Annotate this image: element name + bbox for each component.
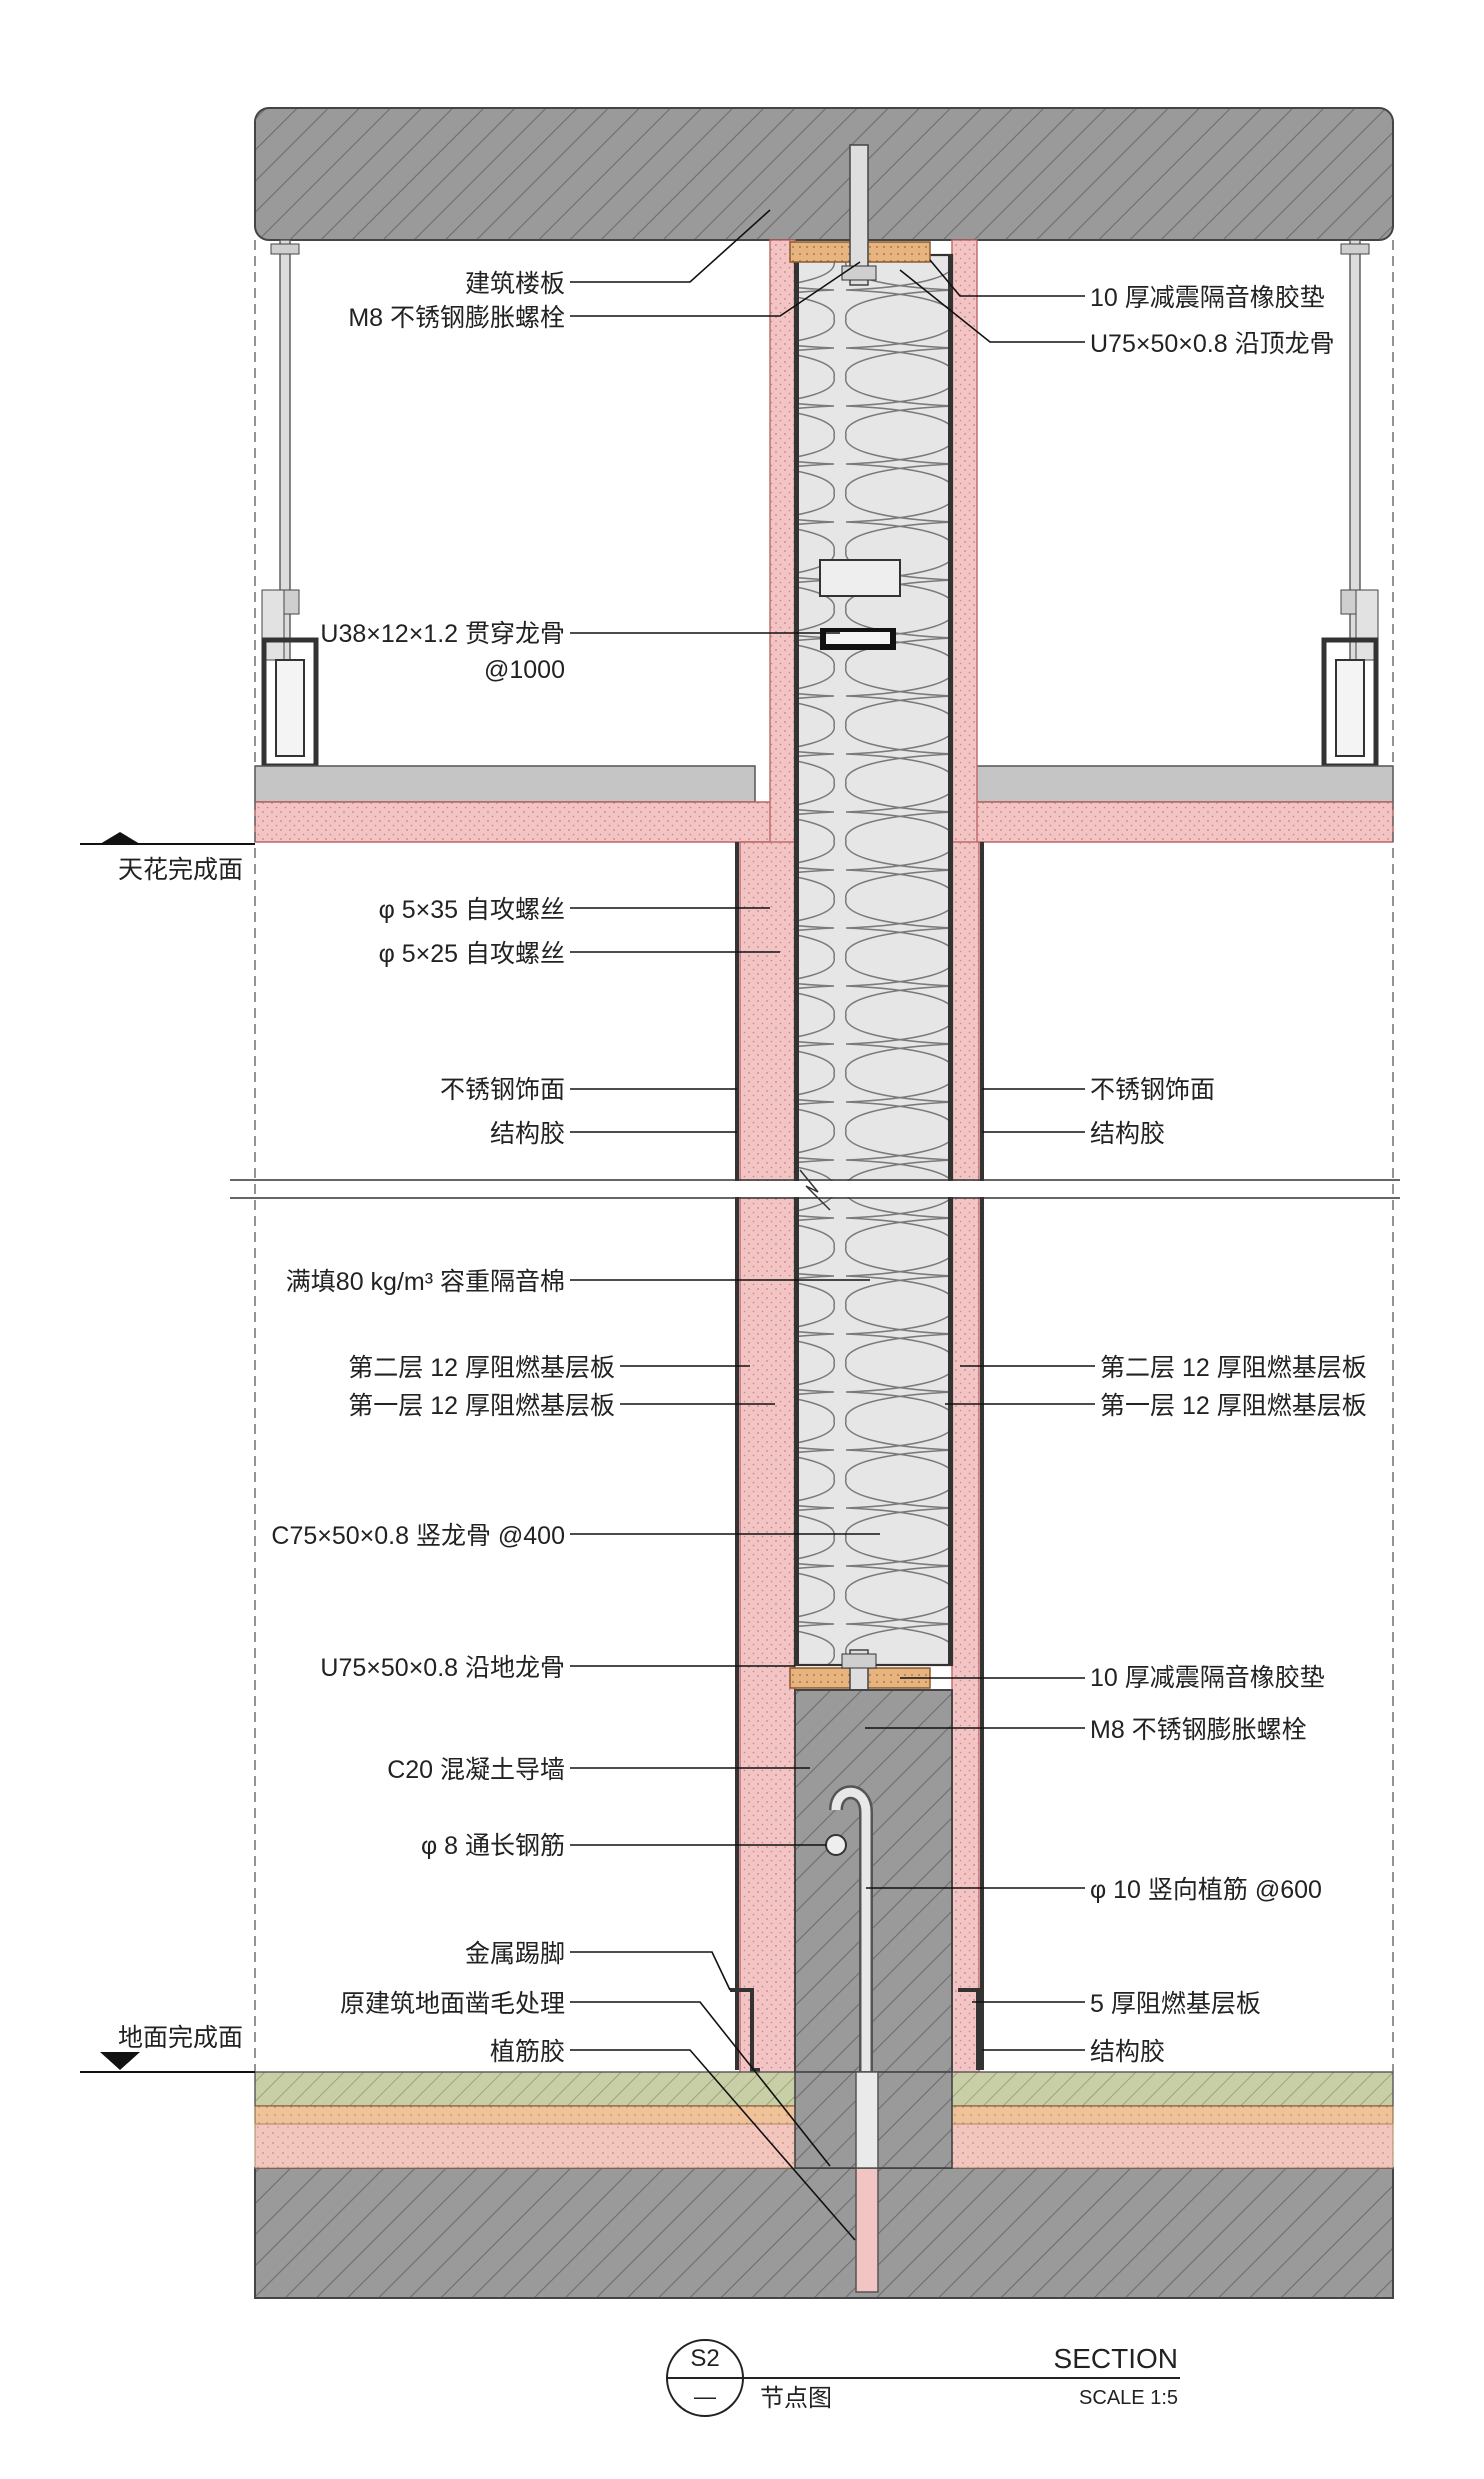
label-steel-face-right: 不锈钢饰面 bbox=[1090, 1076, 1215, 1104]
label-board1-right: 第一层 12 厚阻燃基层板 bbox=[1100, 1392, 1367, 1420]
label-roughen: 原建筑地面凿毛处理 bbox=[340, 1990, 565, 2018]
label-screw-35: φ 5×35 自攻螺丝 bbox=[379, 896, 565, 924]
hanger-left bbox=[261, 239, 319, 769]
label-skirting: 金属踢脚 bbox=[465, 1940, 565, 1968]
level-marker-ceiling: 天花完成面 bbox=[80, 832, 255, 884]
label-steel-face-left: 不锈钢饰面 bbox=[440, 1076, 565, 1104]
level-marker-floor: 地面完成面 bbox=[80, 2024, 255, 2073]
label-rubber-top: 10 厚减震隔音橡胶垫 bbox=[1090, 284, 1325, 312]
label-rebar-8: φ 8 通长钢筋 bbox=[421, 1832, 565, 1860]
label-board5: 5 厚阻燃基层板 bbox=[1090, 1990, 1261, 2018]
title-scale: SCALE 1:5 bbox=[1079, 2387, 1178, 2409]
geometry bbox=[230, 107, 1400, 2299]
label-board2-right: 第二层 12 厚阻燃基层板 bbox=[1100, 1354, 1367, 1382]
left-annotations: 建筑楼板 M8 不锈钢膨胀螺栓 U38×12×1.2 贯穿龙骨 @1000 φ … bbox=[271, 209, 880, 2241]
title-sheet: — bbox=[694, 2384, 716, 2409]
label-cross-channel-spacing: @1000 bbox=[484, 656, 565, 684]
label-board1-left: 第一层 12 厚阻燃基层板 bbox=[348, 1392, 615, 1420]
label-glue-right: 结构胶 bbox=[1090, 1120, 1165, 1148]
label-curb: C20 混凝土导墙 bbox=[387, 1756, 565, 1784]
hanger-right bbox=[1321, 239, 1379, 769]
label-glue-bottom: 结构胶 bbox=[1090, 2038, 1165, 2066]
bottom-slab bbox=[254, 2167, 1394, 2299]
label-floor-track: U75×50×0.8 沿地龙骨 bbox=[320, 1654, 565, 1682]
label-top-track: U75×50×0.8 沿顶龙骨 bbox=[1090, 330, 1335, 358]
title-name: 节点图 bbox=[760, 2385, 832, 2412]
partition-wall bbox=[735, 144, 984, 2083]
label-bolt-bottom: M8 不锈钢膨胀螺栓 bbox=[1090, 1716, 1307, 1744]
label-rubber-bottom: 10 厚减震隔音橡胶垫 bbox=[1090, 1664, 1325, 1692]
label-anchor-glue: 植筋胶 bbox=[490, 2038, 565, 2066]
label-board2-left: 第二层 12 厚阻燃基层板 bbox=[348, 1354, 615, 1382]
right-annotations: 10 厚减震隔音橡胶垫 U75×50×0.8 沿顶龙骨 不锈钢饰面 结构胶 第二… bbox=[865, 259, 1367, 2066]
label-bolt-top: M8 不锈钢膨胀螺栓 bbox=[348, 304, 565, 332]
title-ref: S2 bbox=[690, 2345, 719, 2372]
label-glue-left: 结构胶 bbox=[490, 1120, 565, 1148]
label-screw-25: φ 5×25 自攻螺丝 bbox=[379, 940, 565, 968]
ceiling-fire-board-right bbox=[947, 801, 1394, 843]
label-cross-channel: U38×12×1.2 贯穿龙骨 bbox=[320, 620, 565, 648]
ceiling-fire-board-left bbox=[254, 801, 786, 843]
rebar bbox=[825, 1785, 879, 2293]
skirting bbox=[730, 1988, 760, 2072]
ceiling-board-left bbox=[254, 765, 756, 803]
floor-level-label: 地面完成面 bbox=[118, 2024, 243, 2052]
ceiling-board-right bbox=[954, 765, 1394, 803]
ceiling-level-label: 天花完成面 bbox=[118, 856, 243, 884]
label-slab: 建筑楼板 bbox=[465, 270, 565, 298]
label-stud: C75×50×0.8 竖龙骨 @400 bbox=[271, 1522, 565, 1550]
label-rebar-10: φ 10 竖向植筋 @600 bbox=[1090, 1876, 1322, 1904]
title-heading: SECTION bbox=[1054, 2343, 1178, 2374]
label-insulation: 满填80 kg/m³ 容重隔音棉 bbox=[286, 1268, 565, 1296]
top-slab bbox=[254, 107, 1394, 241]
title-block: S2 — 节点图 SECTION SCALE 1:5 bbox=[666, 2339, 1180, 2417]
